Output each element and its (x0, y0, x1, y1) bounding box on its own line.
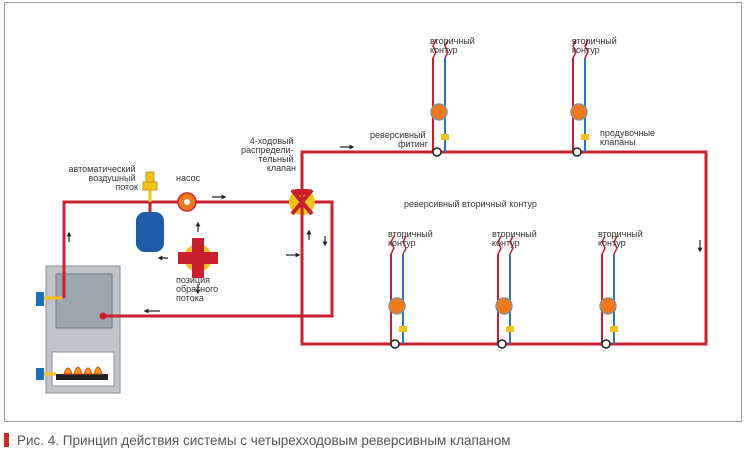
radiator-coil-icon (572, 39, 589, 59)
secondary-circuit-top-2 (570, 39, 589, 157)
pump-icon (599, 297, 617, 315)
flow-arrows (66, 144, 703, 314)
secondary-loop-pipe (300, 150, 708, 346)
caption-marker (4, 433, 9, 447)
pump-icon (430, 103, 448, 121)
label-reverse-fitting: реверсивный фитинг (370, 130, 429, 149)
label-secondary-loop-bottom-1: вторичный контур (388, 229, 435, 248)
purge-valve-icon (506, 326, 514, 332)
flame-icon (63, 366, 103, 375)
pump-icon (388, 297, 406, 315)
expansion-tank-icon (136, 202, 164, 252)
radiator-coil-icon (497, 235, 514, 255)
label-secondary-loop-top-1: вторичный контур (430, 36, 477, 55)
purge-valve-icon (399, 326, 407, 332)
purge-valve-icon (441, 134, 449, 140)
label-secondary-loop-bottom-3: вторичный контур (598, 229, 645, 248)
primary-loop-pipes (62, 200, 334, 318)
boiler-connection (36, 292, 44, 306)
pump-icon (495, 297, 513, 315)
label-reverse-secondary-loop: реверсивный вторичный контур (404, 199, 537, 209)
label-air-vent: автоматический воздушный поток (69, 164, 139, 192)
figure-caption: Рис. 4. Принцип действия системы с четыр… (4, 430, 511, 450)
radiator-coil-icon (390, 235, 407, 255)
secondary-circuit-bottom-3 (599, 235, 618, 349)
boiler (36, 265, 121, 394)
label-valve: 4-ходовый распредели- тельный клапан (241, 136, 296, 173)
diagram-frame (4, 2, 742, 422)
label-purge-valves: продувочные клапаны (600, 128, 658, 147)
pump-icon (177, 192, 197, 212)
radiator-coil-icon (432, 39, 449, 59)
pump-icon (570, 103, 588, 121)
air-vent (142, 171, 158, 202)
label-secondary-loop-top-2: вторичный контур (572, 36, 619, 55)
radiator-coil-icon (601, 235, 618, 255)
secondary-circuit-bottom-2 (495, 235, 514, 349)
purge-valve-icon (610, 326, 618, 332)
caption-text: Рис. 4. Принцип действия системы с четыр… (17, 432, 511, 448)
heating-system-diagram: автоматический воздушный поток насос 4-х… (36, 36, 708, 394)
secondary-circuit-bottom-1 (388, 235, 407, 349)
burner-connection (36, 368, 44, 380)
label-pump: насос (176, 173, 201, 183)
reverse-flow-valve-icon (178, 238, 218, 278)
label-reverse-flow-position: позиция обратного потока (176, 275, 221, 303)
purge-valve-icon (581, 134, 589, 140)
secondary-circuit-top-1 (430, 39, 449, 157)
label-secondary-loop-bottom-2: вторичный контур (492, 229, 539, 248)
